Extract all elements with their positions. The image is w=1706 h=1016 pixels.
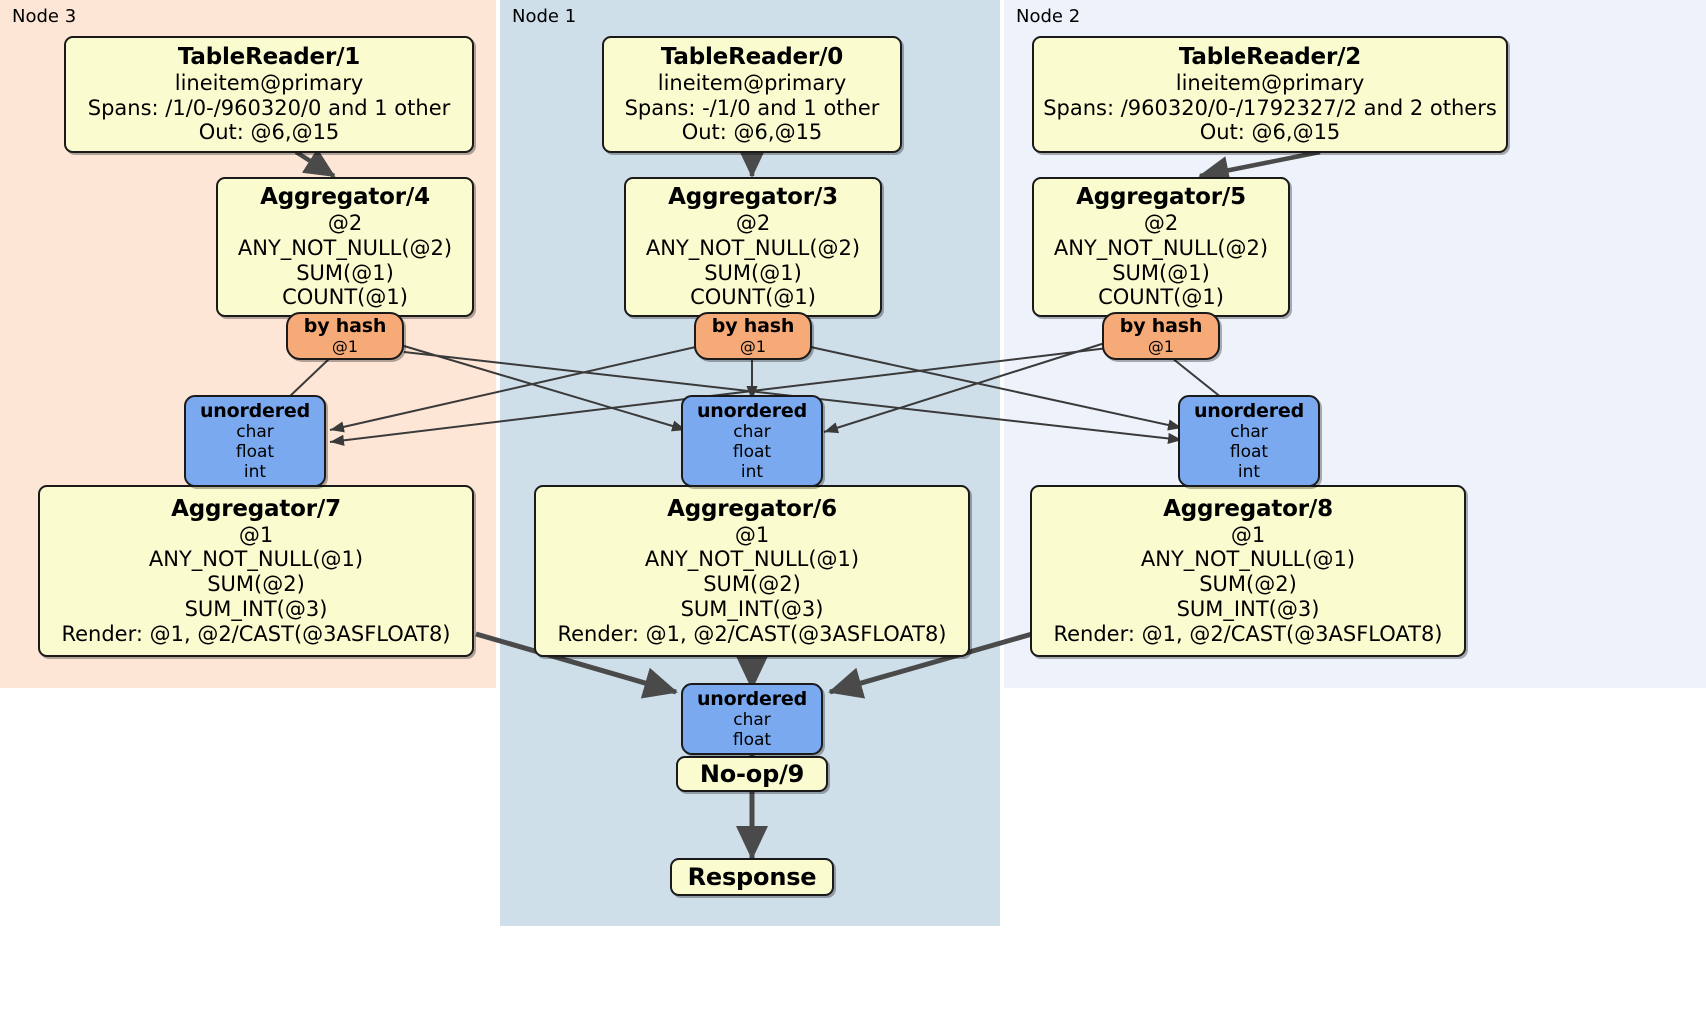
router-by-hash-3[interactable]: by hash @1 (694, 312, 812, 360)
stream-line: float (732, 730, 772, 751)
router-title: by hash (711, 315, 795, 338)
processor-aggregator-5[interactable]: Aggregator/5 @2 ANY_NOT_NULL(@2) SUM(@1)… (1032, 177, 1290, 317)
processor-title: No-op/9 (699, 759, 805, 788)
stream-line: char (1230, 422, 1268, 443)
node-panel-3-label: Node 3 (12, 6, 77, 27)
processor-title: Aggregator/5 (1076, 183, 1246, 210)
stream-line: char (236, 422, 274, 443)
processor-title: Aggregator/4 (260, 183, 430, 210)
processor-line: ANY_NOT_NULL(@2) (645, 235, 861, 260)
processor-line: lineitem@primary (1175, 70, 1365, 95)
stream-unordered-center[interactable]: unordered char float int (681, 395, 823, 487)
processor-line: lineitem@primary (657, 70, 847, 95)
stream-unordered-final[interactable]: unordered char float (681, 683, 823, 755)
node-panel-2-label: Node 2 (1016, 6, 1081, 27)
processor-line: Spans: /1/0-/960320/0 and 1 other (87, 95, 451, 120)
processor-line: Out: @6,@15 (1199, 120, 1341, 145)
processor-title: Aggregator/7 (171, 495, 341, 522)
processor-response[interactable]: Response (670, 858, 834, 896)
stream-title: unordered (1193, 399, 1305, 422)
processor-line: lineitem@primary (174, 70, 364, 95)
processor-table-reader-0[interactable]: TableReader/0 lineitem@primary Spans: -/… (602, 36, 902, 153)
processor-line: SUM(@1) (1112, 260, 1210, 285)
processor-line: COUNT(@1) (282, 285, 408, 310)
stream-line: float (235, 442, 275, 463)
stream-unordered-right[interactable]: unordered char float int (1178, 395, 1320, 487)
processor-line: SUM_INT(@3) (680, 596, 824, 621)
stream-title: unordered (199, 399, 311, 422)
processor-aggregator-7[interactable]: Aggregator/7 @1 ANY_NOT_NULL(@1) SUM(@2)… (38, 485, 474, 657)
processor-line: ANY_NOT_NULL(@2) (1053, 235, 1269, 260)
processor-line: @2 (1143, 211, 1179, 236)
processor-line: COUNT(@1) (1098, 285, 1224, 310)
router-line: @1 (739, 336, 767, 356)
processor-line: @1 (1230, 522, 1266, 547)
processor-line: Out: @6,@15 (681, 120, 823, 145)
processor-line: SUM_INT(@3) (1176, 596, 1320, 621)
processor-line: SUM(@1) (296, 260, 394, 285)
stream-line: int (740, 462, 764, 483)
router-line: @1 (1147, 336, 1175, 356)
processor-aggregator-6[interactable]: Aggregator/6 @1 ANY_NOT_NULL(@1) SUM(@2)… (534, 485, 970, 657)
processor-line: @2 (735, 211, 771, 236)
processor-line: @2 (327, 211, 363, 236)
stream-line: int (243, 462, 267, 483)
processor-line: SUM_INT(@3) (184, 596, 328, 621)
router-line: @1 (331, 336, 359, 356)
router-title: by hash (303, 315, 387, 338)
processor-title: TableReader/2 (1178, 43, 1362, 70)
processor-title: Aggregator/6 (667, 495, 837, 522)
stream-unordered-left[interactable]: unordered char float int (184, 395, 326, 487)
processor-line: ANY_NOT_NULL(@1) (644, 547, 860, 572)
processor-line: @1 (238, 522, 274, 547)
processor-line: SUM(@1) (704, 260, 802, 285)
stream-line: int (1237, 462, 1261, 483)
stream-title: unordered (696, 687, 808, 710)
processor-table-reader-1[interactable]: TableReader/1 lineitem@primary Spans: /1… (64, 36, 474, 153)
stream-title: unordered (696, 399, 808, 422)
processor-line: ANY_NOT_NULL(@1) (1140, 547, 1356, 572)
processor-aggregator-4[interactable]: Aggregator/4 @2 ANY_NOT_NULL(@2) SUM(@1)… (216, 177, 474, 317)
processor-title: Response (687, 862, 817, 891)
processor-line: Render: @1, @2/CAST(@3ASFLOAT8) (1053, 621, 1443, 646)
processor-line: SUM(@2) (703, 572, 801, 597)
processor-aggregator-8[interactable]: Aggregator/8 @1 ANY_NOT_NULL(@1) SUM(@2)… (1030, 485, 1466, 657)
processor-line: SUM(@2) (1199, 572, 1297, 597)
processor-line: Render: @1, @2/CAST(@3ASFLOAT8) (61, 621, 451, 646)
processor-noop-9[interactable]: No-op/9 (676, 756, 828, 792)
processor-line: Spans: -/1/0 and 1 other (624, 95, 880, 120)
processor-line: COUNT(@1) (690, 285, 816, 310)
stream-line: float (1229, 442, 1269, 463)
processor-table-reader-2[interactable]: TableReader/2 lineitem@primary Spans: /9… (1032, 36, 1508, 153)
stream-line: char (733, 710, 771, 731)
processor-title: Aggregator/3 (668, 183, 838, 210)
processor-title: TableReader/1 (177, 43, 361, 70)
processor-line: ANY_NOT_NULL(@2) (237, 235, 453, 260)
processor-line: @1 (734, 522, 770, 547)
router-title: by hash (1119, 315, 1203, 338)
processor-line: SUM(@2) (207, 572, 305, 597)
processor-line: Spans: /960320/0-/1792327/2 and 2 others (1043, 95, 1497, 120)
stream-line: char (733, 422, 771, 443)
processor-title: Aggregator/8 (1163, 495, 1333, 522)
router-by-hash-4[interactable]: by hash @1 (286, 312, 404, 360)
processor-aggregator-3[interactable]: Aggregator/3 @2 ANY_NOT_NULL(@2) SUM(@1)… (624, 177, 882, 317)
stream-line: float (732, 442, 772, 463)
router-by-hash-5[interactable]: by hash @1 (1102, 312, 1220, 360)
node-panel-1-label: Node 1 (512, 6, 577, 27)
processor-line: ANY_NOT_NULL(@1) (148, 547, 364, 572)
processor-title: TableReader/0 (660, 43, 844, 70)
processor-line: Render: @1, @2/CAST(@3ASFLOAT8) (557, 621, 947, 646)
processor-line: Out: @6,@15 (198, 120, 340, 145)
